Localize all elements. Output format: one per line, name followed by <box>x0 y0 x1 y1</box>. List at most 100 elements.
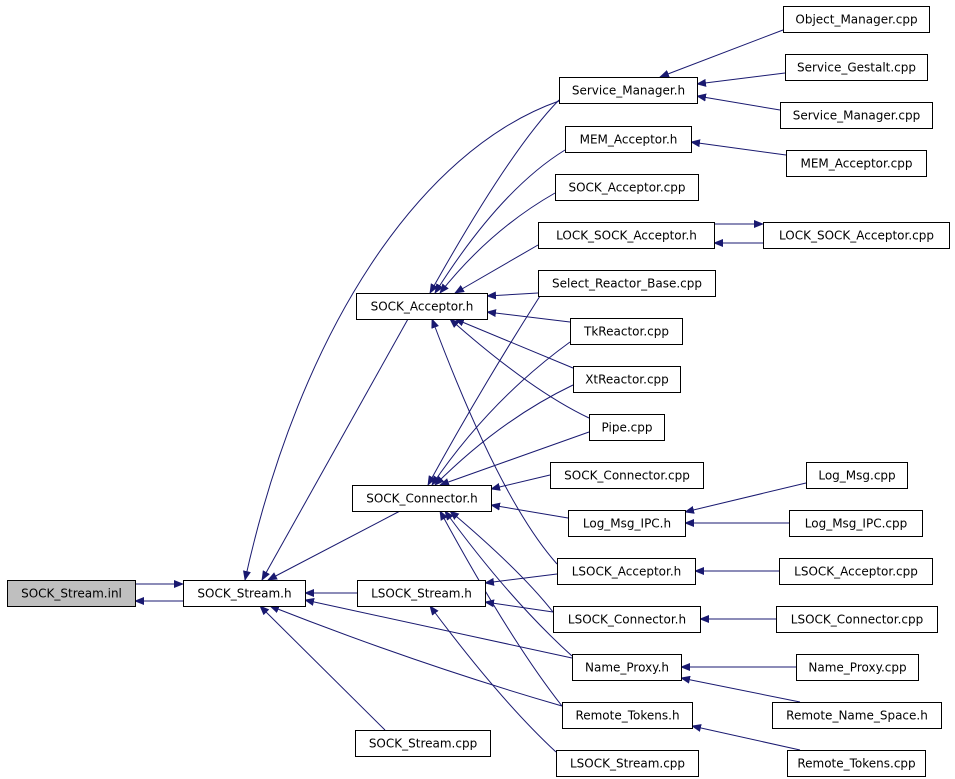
node-label: LOCK_SOCK_Acceptor.cpp <box>779 229 934 243</box>
node-box <box>565 126 692 153</box>
node-box <box>787 750 926 777</box>
node-sock-acceptor-h[interactable]: SOCK_Acceptor.h <box>356 293 488 320</box>
node-label: TkReactor.cpp <box>583 325 669 339</box>
node-remote-tokens-cpp[interactable]: Remote_Tokens.cpp <box>787 750 926 777</box>
node-label: LSOCK_Connector.cpp <box>791 613 923 627</box>
node-log-msg-cpp[interactable]: Log_Msg.cpp <box>806 462 908 489</box>
node-label: SOCK_Stream.cpp <box>369 737 477 751</box>
node-lock-sock-acceptor-h[interactable]: LOCK_SOCK_Acceptor.h <box>538 222 715 249</box>
node-box <box>7 580 136 607</box>
node-lsock-connector-h[interactable]: LSOCK_Connector.h <box>553 606 701 633</box>
node-box <box>776 606 938 633</box>
file-nodes: SOCK_Stream.inl SOCK_Stream.h SOCK_Accepto… <box>7 6 950 777</box>
node-tkreactor-cpp[interactable]: TkReactor.cpp <box>570 318 683 345</box>
node-label: Remote_Tokens.cpp <box>797 757 915 771</box>
edge-remote-tokens-cpp-to-remote-tokens-h <box>691 724 801 751</box>
dependency-edges <box>134 29 807 753</box>
node-label: Service_Gestalt.cpp <box>797 61 916 75</box>
node-box <box>573 366 681 393</box>
node-label: LSOCK_Acceptor.h <box>572 565 682 579</box>
edge-lsock-stream-cpp-to-lsock-stream-h <box>429 605 557 753</box>
node-box <box>557 558 696 585</box>
node-label: SOCK_Acceptor.cpp <box>568 181 685 195</box>
node-service-gestalt-cpp[interactable]: Service_Gestalt.cpp <box>785 54 928 81</box>
node-label: Name_Proxy.cpp <box>808 661 906 675</box>
node-box <box>538 270 716 297</box>
node-box <box>556 750 699 777</box>
node-sock-acceptor-cpp[interactable]: SOCK_Acceptor.cpp <box>555 174 699 201</box>
node-label: Remote_Tokens.h <box>575 709 679 723</box>
node-box <box>786 150 927 177</box>
edge-sock-connector-cpp-to-connector-h <box>490 474 551 491</box>
node-sock-stream-h[interactable]: SOCK_Stream.h <box>183 580 306 607</box>
node-label: LOCK_SOCK_Acceptor.h <box>556 229 697 243</box>
node-lsock-stream-h[interactable]: LSOCK_Stream.h <box>357 580 486 607</box>
node-box <box>357 580 486 607</box>
node-sock-connector-cpp[interactable]: SOCK_Connector.cpp <box>550 462 704 489</box>
node-lsock-acceptor-h[interactable]: LSOCK_Acceptor.h <box>557 558 696 585</box>
node-label: Log_Msg_IPC.cpp <box>805 517 907 531</box>
edge-lsock-acceptor-h-to-lsock-stream-h <box>484 573 558 586</box>
edge-name-proxy-h-to-stream-h <box>304 598 573 659</box>
node-box <box>559 77 698 104</box>
node-service-manager-cpp[interactable]: Service_Manager.cpp <box>780 102 933 129</box>
node-name-proxy-cpp[interactable]: Name_Proxy.cpp <box>796 654 919 681</box>
node-box <box>763 222 950 249</box>
node-label: LSOCK_Stream.h <box>371 587 472 601</box>
node-sock-connector-h[interactable]: SOCK_Connector.h <box>352 485 492 512</box>
node-label: Service_Manager.cpp <box>793 109 921 123</box>
edge-remote-name-space-to-name-proxy-h <box>680 675 801 703</box>
node-lock-sock-acceptor-cpp[interactable]: LOCK_SOCK_Acceptor.cpp <box>763 222 950 249</box>
edge-xtreactor-to-acceptor-h <box>454 318 574 369</box>
node-box <box>779 558 933 585</box>
node-mem-acceptor-h[interactable]: MEM_Acceptor.h <box>565 126 692 153</box>
node-label: Log_Msg_IPC.h <box>583 517 671 531</box>
node-sock-stream-inl[interactable]: SOCK_Stream.inl <box>7 580 136 607</box>
node-box <box>796 654 919 681</box>
node-remote-tokens-h[interactable]: Remote_Tokens.h <box>562 702 693 729</box>
node-xtreactor-cpp[interactable]: XtReactor.cpp <box>573 366 681 393</box>
node-service-manager-h[interactable]: Service_Manager.h <box>559 77 698 104</box>
edge-service-manager-h-to-stream-h <box>243 100 560 581</box>
node-remote-name-space-h[interactable]: Remote_Name_Space.h <box>772 702 942 729</box>
edge-lock-sock-acceptor-h-to-acceptor-h <box>454 244 539 294</box>
node-label: SOCK_Acceptor.h <box>371 300 474 314</box>
node-box <box>785 54 928 81</box>
node-lsock-acceptor-cpp[interactable]: LSOCK_Acceptor.cpp <box>779 558 933 585</box>
node-box <box>352 485 492 512</box>
node-lsock-stream-cpp[interactable]: LSOCK_Stream.cpp <box>556 750 699 777</box>
node-label: SOCK_Connector.cpp <box>564 469 690 483</box>
node-box <box>538 222 715 249</box>
node-label: LSOCK_Stream.cpp <box>570 757 685 771</box>
node-box <box>589 414 665 441</box>
node-label: Name_Proxy.h <box>585 661 669 675</box>
edge-lsock-acceptor-h-to-acceptor-h <box>431 318 558 565</box>
edge-connector-h-to-stream-h <box>267 510 401 581</box>
node-box <box>183 580 306 607</box>
node-log-msg-ipc-cpp[interactable]: Log_Msg_IPC.cpp <box>789 510 923 537</box>
node-lsock-connector-cpp[interactable]: LSOCK_Connector.cpp <box>776 606 938 633</box>
edge-lsock-connector-h-to-lsock-stream-h <box>484 599 554 613</box>
edge-select-reactor-to-connector-h <box>427 295 541 486</box>
node-object-manager-cpp[interactable]: Object_Manager.cpp <box>783 6 930 33</box>
node-sock-stream-cpp[interactable]: SOCK_Stream.cpp <box>355 730 491 757</box>
node-box <box>783 6 930 33</box>
edge-acceptor-h-to-stream-h <box>261 318 409 581</box>
node-select-reactor-base-cpp[interactable]: Select_Reactor_Base.cpp <box>538 270 716 297</box>
edge-xtreactor-to-connector-h <box>434 384 574 486</box>
node-box <box>555 174 699 201</box>
edge-mem-acceptor-h-to-acceptor-h <box>434 149 566 294</box>
node-box <box>806 462 908 489</box>
edge-remote-tokens-h-to-stream-h <box>269 605 563 707</box>
edge-service-manager-h-to-acceptor-h <box>429 99 560 294</box>
node-box <box>572 654 682 681</box>
edge-stream-cpp-to-stream-h <box>259 605 386 731</box>
node-mem-acceptor-cpp[interactable]: MEM_Acceptor.cpp <box>786 150 927 177</box>
edge-service-gestalt-to-service-manager-h <box>696 72 786 87</box>
node-pipe-cpp[interactable]: Pipe.cpp <box>589 414 665 441</box>
node-label: SOCK_Connector.h <box>366 492 478 506</box>
node-label: LSOCK_Acceptor.cpp <box>794 565 918 579</box>
node-name-proxy-h[interactable]: Name_Proxy.h <box>572 654 682 681</box>
node-log-msg-ipc-h[interactable]: Log_Msg_IPC.h <box>568 510 686 537</box>
